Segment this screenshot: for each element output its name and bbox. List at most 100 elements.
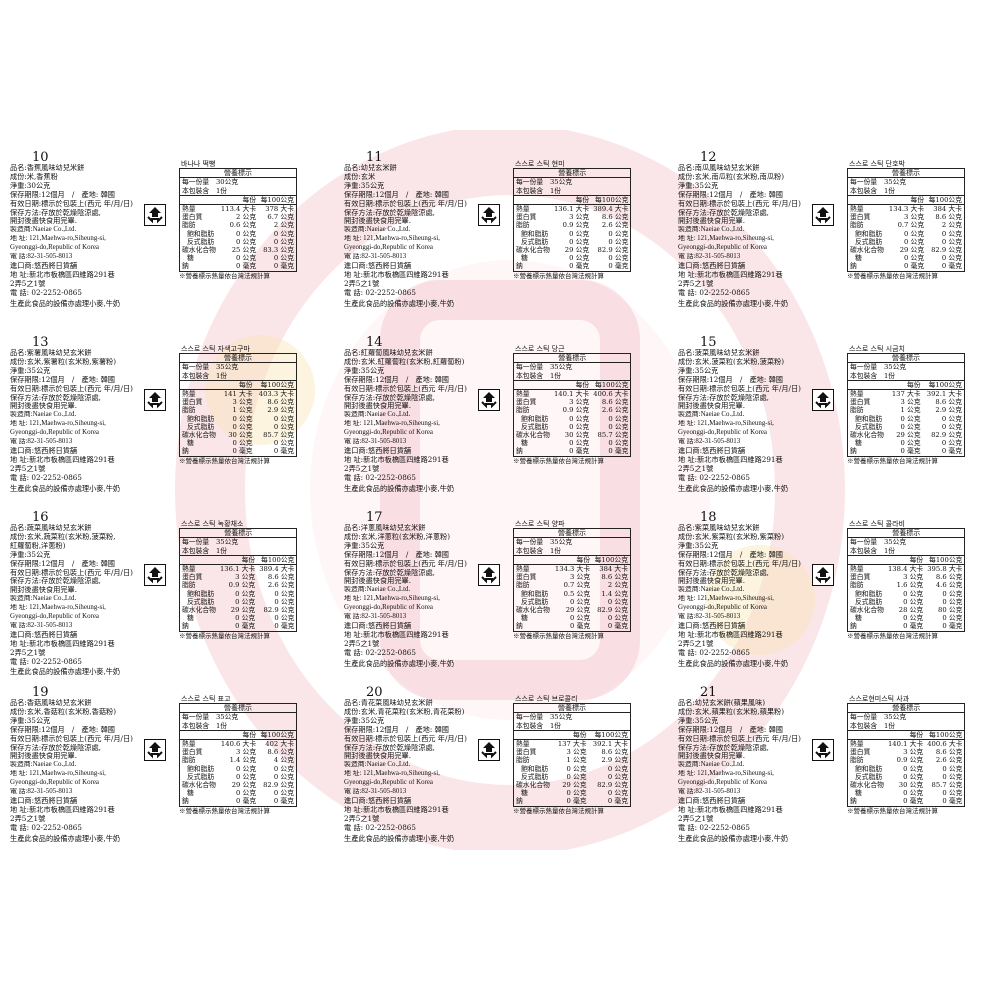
nutrient-per-100g: 0 公克 xyxy=(273,772,294,781)
panel-number: 17 xyxy=(366,510,383,525)
nutrient-name: 蛋白質 xyxy=(182,573,203,582)
recycle-icon xyxy=(812,564,834,586)
nutrient-per-100g: 2.6 公克 xyxy=(601,406,629,415)
product-label-panel: 10 品名:香蕉風味幼兒米餅 成份:米,香蕉粉 淨重:30公克 保存期限:12個… xyxy=(4,150,332,340)
manufacturer: 製造商:Naeiae Co.,Ltd. xyxy=(344,411,411,419)
nutrition-footnote: ※營養標示熱量依台灣法規計算 xyxy=(513,456,604,465)
importer-address: 地 址:新北市板橋區四維路291巷 xyxy=(678,630,783,639)
nutrient-per-100g: 0 公克 xyxy=(273,414,294,423)
nutrient-name: 熱量 xyxy=(850,740,864,749)
nutrient-per-serving: 0 公克 xyxy=(569,229,590,238)
nutrient-per-serving: 0 公克 xyxy=(235,614,256,623)
serving-size: 每一份量 30公克 xyxy=(182,178,239,187)
servings-per-pack: 本包裝含 1份 xyxy=(179,186,297,196)
nutrient-name: 糖 xyxy=(855,254,862,263)
nutrient-per-100g: 392.1 大卡 xyxy=(926,390,962,399)
nutrient-name: 飽和脂肪 xyxy=(855,229,883,238)
after-notes: 生產此食品的設備亦處理小麥,牛奶 xyxy=(10,299,330,309)
importer: 進口商:悠西將日貨舖 xyxy=(10,446,78,455)
net-weight: 淨重:35公克 xyxy=(678,181,719,190)
nutrient-name: 熱量 xyxy=(182,205,196,214)
nutrient-name: 鈉 xyxy=(850,447,857,456)
nutrient-per-serving: 0 公克 xyxy=(236,772,257,781)
nutrient-name: 碳水化合物 xyxy=(182,781,216,790)
nutrient-per-serving: 0 公克 xyxy=(900,439,921,448)
nutrient-name: 糖 xyxy=(521,439,528,448)
nutrition-footnote: ※營養標示熱量依台灣法規計算 xyxy=(179,271,270,280)
storage-method-2: 開封後盡快食用完畢. xyxy=(344,402,411,411)
serving-size: 每一份量 35公克 xyxy=(516,713,573,722)
nutrient-per-serving: 1 公克 xyxy=(900,406,921,415)
nutrition-footnote: ※營養標示熱量依台灣法規計算 xyxy=(513,271,604,280)
nutrition-title: 營養標示 xyxy=(179,168,297,179)
nutrient-name: 蛋白質 xyxy=(182,398,203,407)
nutrient-name: 熱量 xyxy=(516,205,530,214)
nutrition-facts: 스스로 스틱 당근 營養標示 每一份量 35公克 本包裝含 1份 每份每100公… xyxy=(513,345,632,465)
nutrient-per-serving: 140.1 大卡 xyxy=(553,390,590,399)
nutrient-per-100g: 378 大卡 xyxy=(265,205,294,214)
nutrient-name: 鈉 xyxy=(182,262,189,271)
maker-phone: 電 話:82-31-505-8013 xyxy=(678,253,741,261)
nutrient-per-serving: 0 公克 xyxy=(900,414,921,423)
nutrition-facts: 스스로 스틱 표고 營養標示 每一份量 35公克 本包裝含 1份 每份每100公… xyxy=(179,695,297,815)
storage-method-2: 開封後盡快食用完畢. xyxy=(10,217,77,226)
nutrient-name: 脂肪 xyxy=(182,581,196,590)
korean-product-title: 스스로 스틱 단호박 xyxy=(849,160,905,168)
korean-product-title: 스스로 스틱 콜라비 xyxy=(849,520,905,528)
nutrient-per-100g: 0 毫克 xyxy=(942,797,963,806)
recycle-icon xyxy=(478,389,500,411)
nutrient-per-100g: 2 公克 xyxy=(607,581,628,590)
servings-per-pack: 本包裝含 1份 xyxy=(179,371,297,381)
nutrient-per-serving: 0 公克 xyxy=(235,597,256,606)
nutrition-title: 營養標示 xyxy=(513,703,631,714)
serving-size: 每一份量 35公克 xyxy=(182,363,239,372)
nutrient-per-100g: 4 公克 xyxy=(273,756,294,765)
storage-period: 保存期限:12個月 / 產地: 韓國 xyxy=(678,550,783,559)
importer-phone: 電 話: 02-2252-0865 xyxy=(10,288,82,297)
ingredients: 成份:玄米,洋蔥粒(玄米粉,洋蔥粉) xyxy=(344,532,451,541)
storage-period: 保存期限:12個月 / 產地: 韓國 xyxy=(10,559,115,568)
nutrient-per-serving: 0 毫克 xyxy=(904,262,925,271)
nutrient-name: 蛋白質 xyxy=(850,213,871,222)
col-per-100g: 每100公克 xyxy=(258,195,297,206)
nutrient-per-serving: 136.1 大卡 xyxy=(219,565,256,574)
nutrient-name: 脂肪 xyxy=(850,406,864,415)
nutrient-per-serving: 3 公克 xyxy=(236,748,257,757)
nutrient-per-serving: 138.4 大卡 xyxy=(887,565,924,574)
nutrient-name: 脂肪 xyxy=(182,756,196,765)
nutrient-name: 碳水化合物 xyxy=(182,246,216,255)
product-label-panel: 20 品名:青花菜風味幼兒玄米餅 成份:玄米,青花菜粒(玄米粉,青花菜粉) 淨重… xyxy=(338,685,666,875)
serving-size: 每一份量 35公克 xyxy=(516,538,573,547)
nutrient-name: 糖 xyxy=(521,614,528,623)
manufacturer: 製造商:Naeiae Co.,Ltd. xyxy=(10,226,77,234)
nutrient-name: 反式脂肪 xyxy=(187,237,215,246)
nutrient-name: 反式脂肪 xyxy=(521,597,549,606)
product-info: 品名:南瓜風味幼兒玄米餅 成份:玄米,南瓜粒(玄米粉,南瓜粉) 淨重:35公克 … xyxy=(678,164,858,298)
importer-address-2: 2弄5之1號 xyxy=(344,464,380,473)
nutrient-per-serving: 0 公克 xyxy=(904,254,925,263)
manufacturer: 製造商:Naeiae Co.,Ltd. xyxy=(10,411,77,419)
expiry-date: 有效日期:標示於包裝上(西元 年/月/日) xyxy=(344,559,467,568)
nutrition-footnote: ※營養標示熱量依台灣法規計算 xyxy=(847,271,938,280)
storage-method: 保存方法:存放於乾燥陰涼處, xyxy=(344,393,435,402)
importer-address-2: 2弄5之1號 xyxy=(344,639,380,648)
storage-method: 保存方法:存放於乾燥陰涼處, xyxy=(10,743,101,752)
col-per-serving: 每份 xyxy=(888,380,923,391)
importer-address: 地 址:新北市板橋區四維路291巷 xyxy=(344,455,449,464)
ingredients-cont: 紅蘿蔔粉,洋蔥粉) xyxy=(10,541,66,550)
nutrient-per-serving: 0.6 公克 xyxy=(229,221,257,230)
nutrition-footnote: ※營養標示熱量依台灣法規計算 xyxy=(179,631,270,640)
